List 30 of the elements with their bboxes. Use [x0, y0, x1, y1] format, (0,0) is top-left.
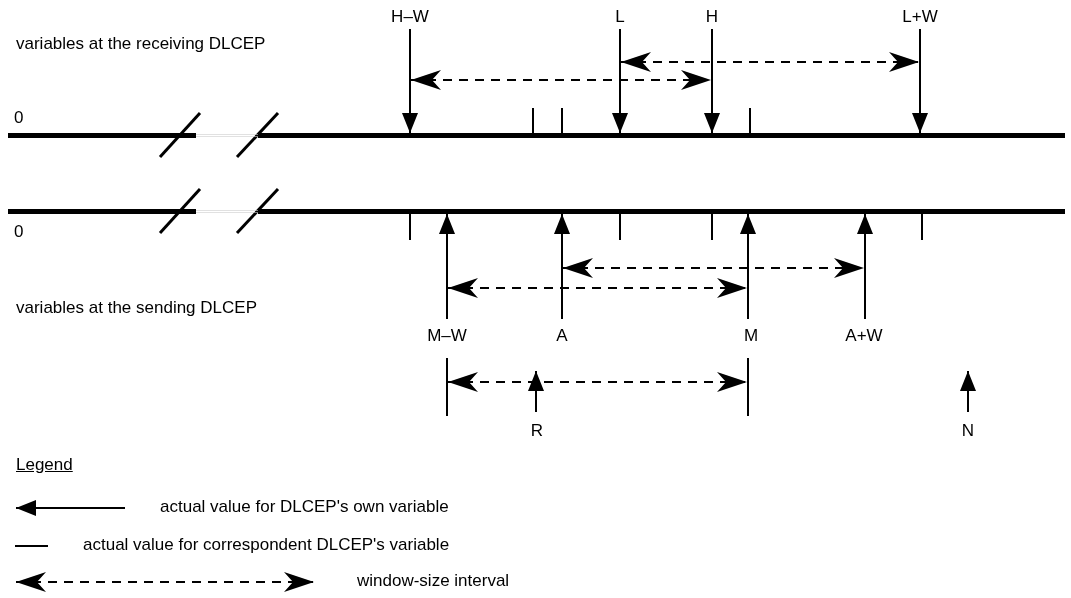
- arrow: [704, 28, 720, 134]
- legend-text: window-size interval: [357, 571, 510, 591]
- arrow: [402, 28, 418, 134]
- legend-text: actual value for DLCEP's own variable: [160, 497, 449, 517]
- variable-label: M–W: [426, 327, 468, 344]
- variable-label: A: [555, 327, 569, 344]
- arrow: [912, 28, 928, 134]
- timeline-bar: [8, 209, 1065, 214]
- arrow: [528, 370, 544, 413]
- variable-label: N: [960, 422, 976, 439]
- arrow: [612, 28, 628, 134]
- arrow: [439, 213, 455, 320]
- arrow: [960, 370, 976, 413]
- variable-label: L+W: [901, 8, 939, 25]
- text-label: 0: [14, 222, 24, 242]
- variable-label: H–W: [390, 8, 430, 25]
- legend-text: actual value for correspondent DLCEP's variable: [83, 535, 450, 555]
- text-label: 0: [14, 108, 24, 128]
- text-label: variables at the receiving DLCEP: [16, 34, 266, 54]
- arrow: [740, 213, 756, 320]
- arrow: [857, 213, 873, 320]
- variable-label: L: [614, 8, 626, 25]
- variable-label: R: [529, 422, 545, 439]
- variable-label: A+W: [844, 327, 884, 344]
- legend-heading: Legend: [16, 455, 73, 475]
- timeline-bar: [8, 133, 1065, 138]
- variable-label: H: [704, 8, 720, 25]
- arrow: [554, 213, 570, 320]
- text-label: variables at the sending DLCEP: [16, 298, 257, 318]
- variable-label: M: [742, 327, 760, 344]
